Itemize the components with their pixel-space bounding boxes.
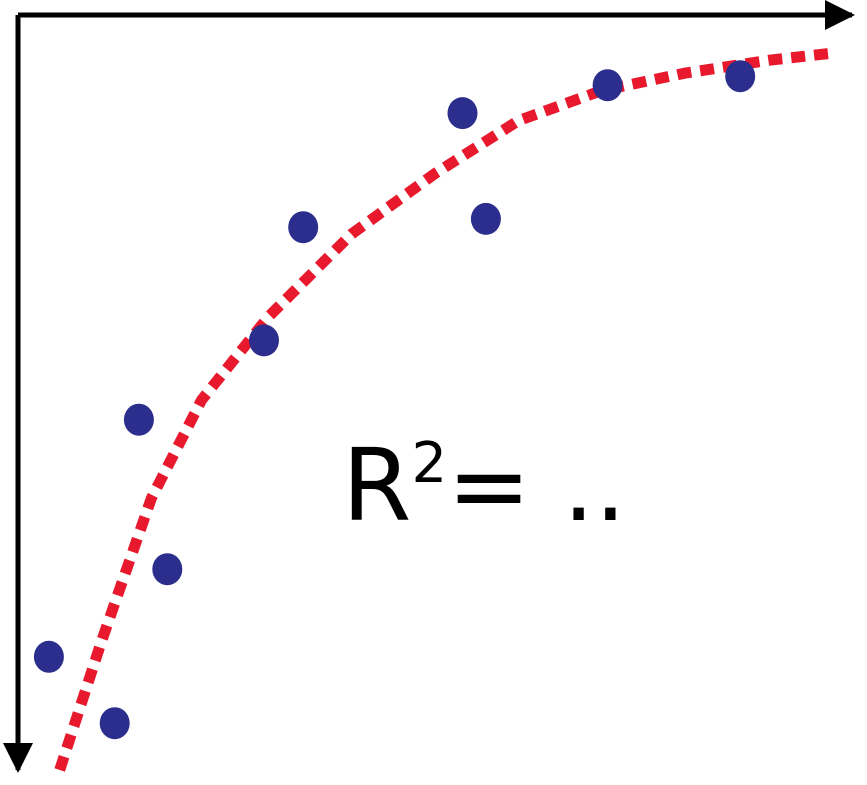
data-point-1: [33, 640, 64, 673]
r-squared-annotation: R2= ..: [342, 427, 626, 544]
data-points: [33, 60, 756, 740]
r-squared-base: R: [342, 427, 411, 544]
data-point-9: [592, 69, 623, 102]
r-squared-superscript: 2: [411, 431, 447, 496]
data-point-3: [123, 403, 154, 436]
data-point-8: [470, 202, 501, 235]
data-point-4: [152, 553, 183, 586]
data-point-5: [249, 324, 279, 357]
r-squared-rest: = ..: [447, 427, 626, 544]
data-point-10: [725, 60, 756, 93]
data-point-6: [288, 211, 319, 244]
trend-line: [54, 47, 836, 772]
data-point-7: [447, 97, 478, 130]
data-point-2: [99, 707, 130, 740]
